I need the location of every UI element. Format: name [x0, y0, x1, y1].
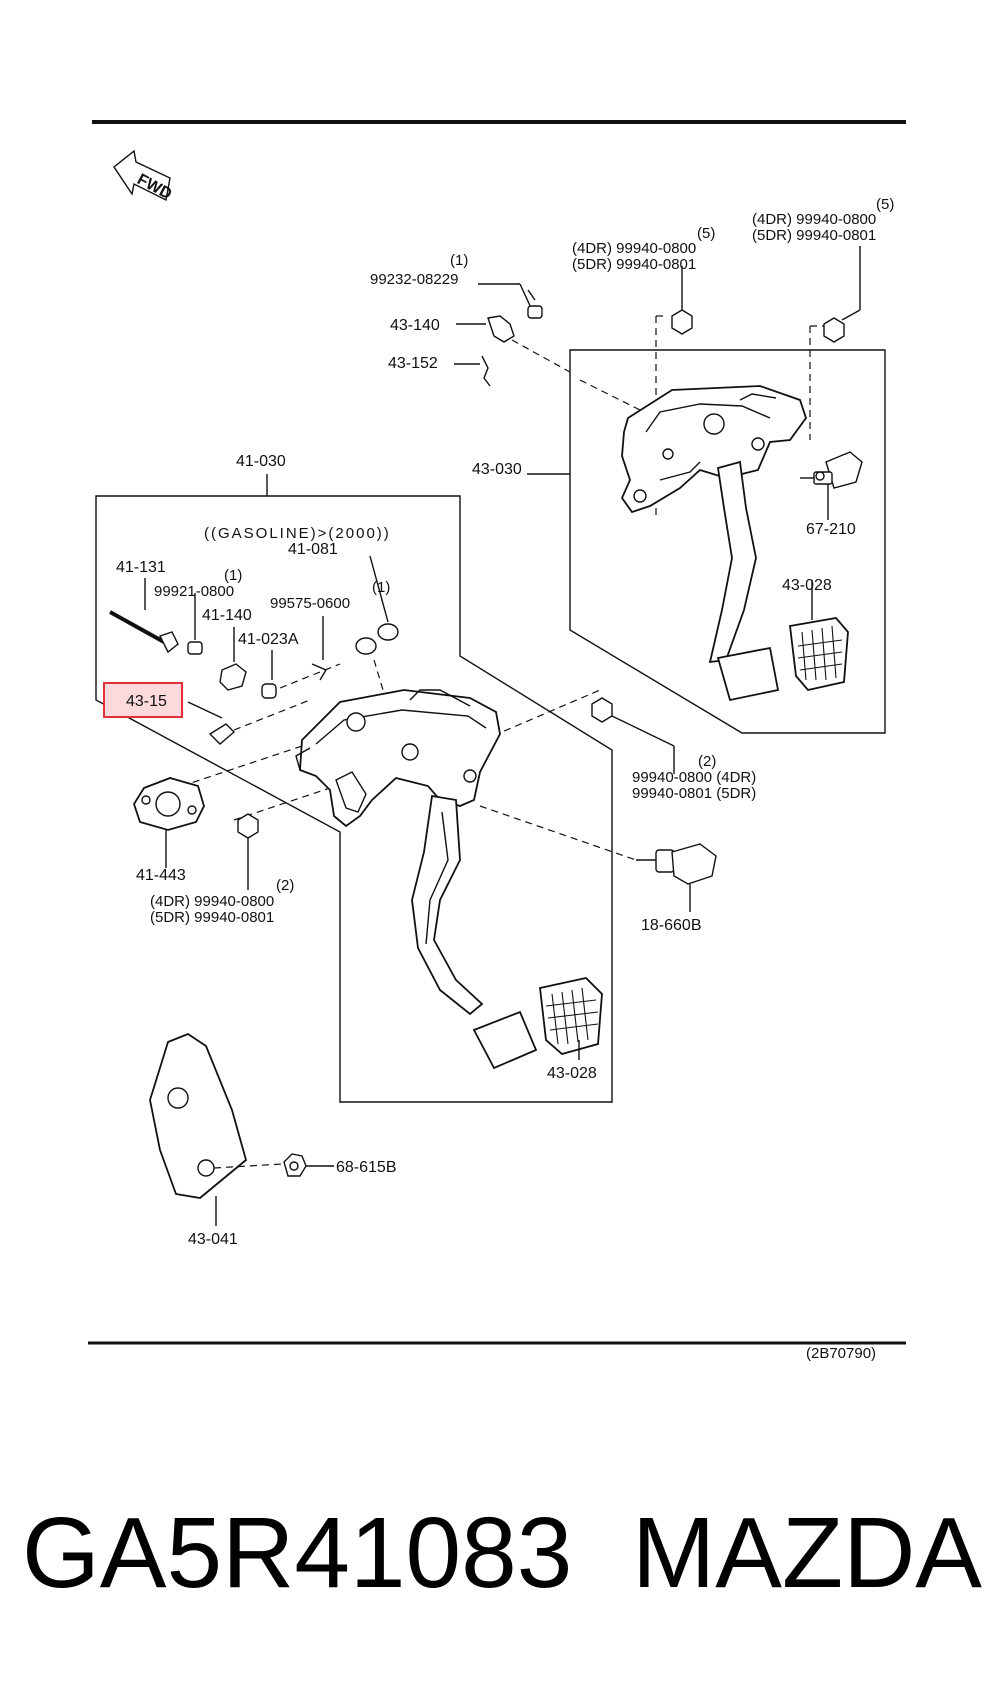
- reference-code: (2B70790): [806, 1345, 876, 1362]
- label-nut-d-qty: (2): [276, 877, 294, 894]
- bracket-43-041: [149, 1032, 283, 1226]
- part-43-152: [454, 355, 491, 387]
- bolt-41-131: [109, 578, 179, 654]
- label-43-15: 43-15: [126, 693, 167, 710]
- nut-b: [809, 246, 861, 440]
- label-nut-a-5dr: (5DR) 99940-0801: [572, 256, 696, 273]
- nut-68-615b: [283, 1153, 334, 1177]
- label-41-140: 41-140: [202, 607, 252, 624]
- label-43-041: 43-041: [188, 1231, 238, 1248]
- label-gasoline: ((GASOLINE)>(2000)): [204, 525, 391, 542]
- label-nut-c-4dr: 99940-0800 (4DR): [632, 769, 756, 786]
- label-nut-a-qty: (5): [697, 225, 715, 242]
- label-nut-c-qty: (2): [698, 753, 716, 770]
- label-43-028-upper: 43-028: [782, 577, 832, 594]
- pedal-bracket-main: [295, 689, 603, 1070]
- switch-67-210: [800, 451, 863, 520]
- part-number: GA5R41083: [22, 1497, 573, 1609]
- label-nut-d-4dr: (4DR) 99940-0800: [150, 893, 274, 910]
- spring-41-081: [355, 555, 399, 701]
- label-99921: 99921-0800: [154, 583, 234, 600]
- label-41-030: 41-030: [236, 453, 286, 470]
- label-43-152: 43-152: [388, 355, 438, 372]
- label-nut-d-5dr: (5DR) 99940-0801: [150, 909, 274, 926]
- plate-41-443: [133, 777, 205, 868]
- label-nut-b-qty: (5): [876, 196, 894, 213]
- label-68-615b: 68-615B: [336, 1159, 397, 1176]
- label-41-081: 41-081: [288, 541, 338, 558]
- label-nut-a-4dr: (4DR) 99940-0800: [572, 240, 696, 257]
- label-43-030: 43-030: [472, 461, 522, 478]
- nut-d: [237, 813, 259, 890]
- nut-99921: [187, 593, 203, 655]
- brand-name: MAZDA: [632, 1497, 982, 1609]
- label-67-210: 67-210: [806, 521, 856, 538]
- label-41-443: 41-443: [136, 867, 186, 884]
- highlight-43-15: [103, 682, 183, 718]
- label-99232: 99232-08229: [370, 271, 458, 288]
- clip-99575: [311, 616, 328, 681]
- label-41-131: 41-131: [116, 559, 166, 576]
- bushing-41-023a: [261, 650, 341, 699]
- part-43-140: [456, 315, 571, 373]
- fwd-arrow-icon: FWD: [113, 149, 174, 203]
- box-41-030: [95, 495, 613, 1103]
- box-43-030: [569, 349, 886, 734]
- label-nut-b-4dr: (4DR) 99940-0800: [752, 211, 876, 228]
- label-43-140: 43-140: [390, 317, 440, 334]
- label-41-023a: 41-023A: [238, 631, 299, 648]
- caption: GA5R41083 MAZDA: [0, 1496, 991, 1636]
- label-18-660b: 18-660B: [641, 917, 702, 934]
- label-99232-qty: (1): [450, 252, 468, 269]
- label-99575: 99575-0600: [270, 595, 350, 612]
- label-99921-qty: (1): [224, 567, 242, 584]
- label-43-028-lower: 43-028: [547, 1065, 597, 1082]
- clip-41-140: [219, 627, 247, 691]
- nut-c: [591, 697, 675, 774]
- bolt-99232: [478, 283, 543, 319]
- switch-18-660b: [636, 843, 717, 912]
- label-nut-b-5dr: (5DR) 99940-0801: [752, 227, 876, 244]
- label-nut-c-5dr: 99940-0801 (5DR): [632, 785, 756, 802]
- label-99575-qty: (1): [372, 579, 390, 596]
- pedal-bracket-43-030: [620, 385, 849, 702]
- bolt-43-15: [187, 699, 311, 745]
